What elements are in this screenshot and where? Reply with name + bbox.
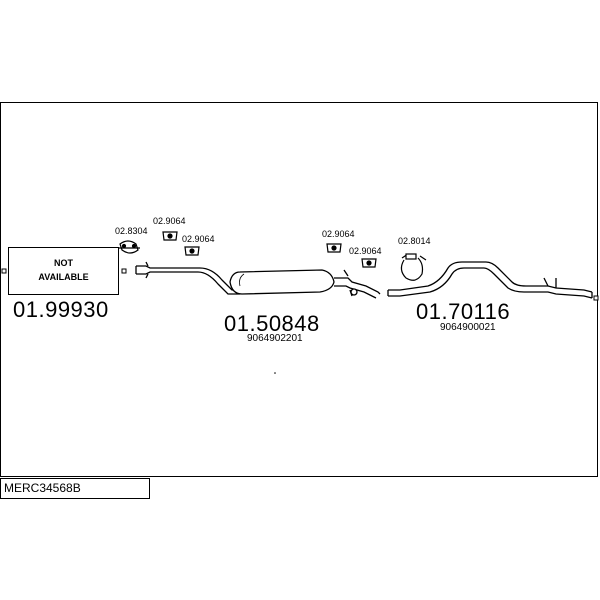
rear-pipe-number[interactable]: 01.70116 <box>416 299 511 324</box>
clamp-front-label[interactable]: 02.8304 <box>115 226 148 236</box>
reference-dot <box>274 372 276 374</box>
rubber-mount-4-shape <box>361 258 377 268</box>
right-marker <box>593 295 599 301</box>
clamp-front-shape <box>118 240 140 254</box>
middle-silencer-number[interactable]: 01.50848 <box>224 311 320 336</box>
rubber-mount-1-shape <box>162 231 178 241</box>
rubber-mount-4-label[interactable]: 02.9064 <box>349 246 382 256</box>
rear-pipe-oem: 9064900021 <box>440 322 496 333</box>
front-pipe-shape <box>135 261 240 295</box>
clamp-rear-label[interactable]: 02.8014 <box>398 236 431 246</box>
not-available-line1: NOT <box>54 258 73 268</box>
not-available-box: NOT AVAILABLE <box>8 247 119 295</box>
rubber-mount-2-label[interactable]: 02.9064 <box>182 234 215 244</box>
rubber-mount-2-shape <box>184 246 200 256</box>
clamp-rear-shape <box>400 253 427 281</box>
rear-pipe-shape <box>387 261 593 299</box>
front-pipe-number[interactable]: 01.99930 <box>13 297 109 322</box>
model-code: MERC34568B <box>4 481 81 495</box>
middle-silencer-shape <box>229 269 381 299</box>
left-marker <box>1 268 7 274</box>
model-code-box: MERC34568B <box>0 478 150 499</box>
rubber-mount-1-label[interactable]: 02.9064 <box>153 216 186 226</box>
rubber-mount-3-shape <box>326 243 342 253</box>
middle-silencer-oem: 9064902201 <box>247 333 303 344</box>
not-available-line2: AVAILABLE <box>38 272 89 282</box>
diagram-frame <box>0 102 598 477</box>
rubber-mount-3-label[interactable]: 02.9064 <box>322 229 355 239</box>
na-marker <box>121 268 127 274</box>
